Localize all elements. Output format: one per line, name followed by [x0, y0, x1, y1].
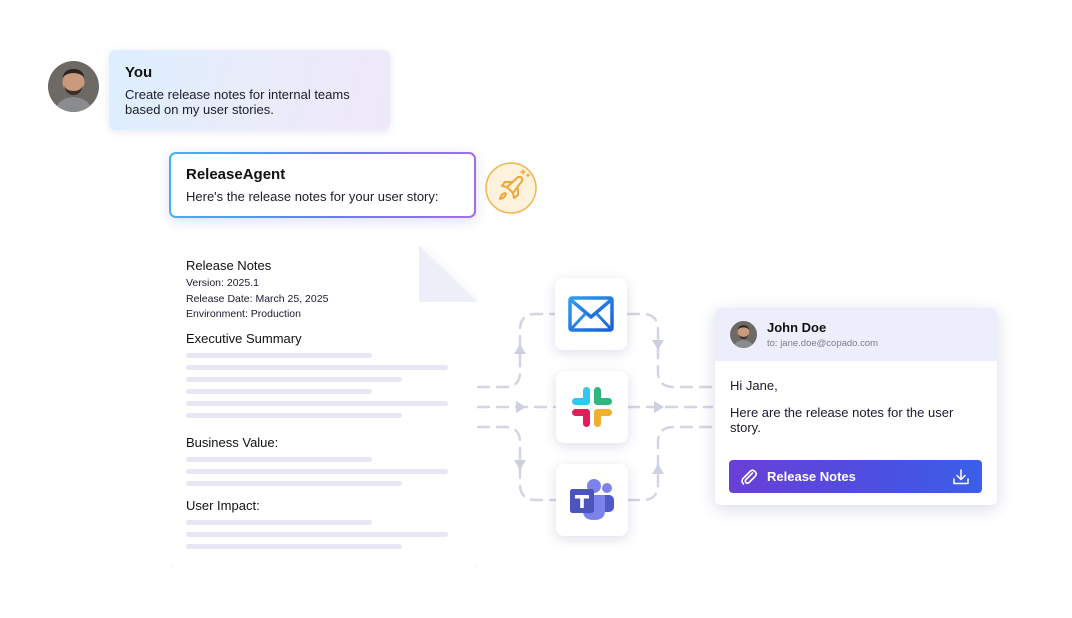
attachment-label: Release Notes — [767, 469, 856, 484]
section-executive-summary: Executive Summary — [186, 331, 302, 346]
document-header: Release Notes Version: 2025.1 Release Da… — [186, 258, 456, 323]
document-version: Version: 2025.1 — [186, 277, 259, 289]
document-sheet — [171, 246, 477, 568]
teams-icon — [570, 479, 614, 520]
release-notes-attachment-button[interactable]: Release Notes — [729, 460, 982, 493]
placeholder-line — [186, 520, 372, 525]
document-environment: Environment: Production — [186, 308, 301, 320]
agent-message-bubble: ReleaseAgent Here's the release notes fo… — [169, 152, 476, 218]
user-message-text: Create release notes for internal teams … — [125, 87, 350, 117]
release-notes-document: Release Notes Version: 2025.1 Release Da… — [171, 246, 477, 568]
email-recipient: to: jane.doe@copado.com — [767, 338, 879, 349]
placeholder-line — [186, 389, 372, 394]
placeholder-line — [186, 457, 372, 462]
email-channel[interactable] — [555, 278, 627, 350]
slack-channel[interactable] — [556, 371, 628, 443]
placeholder-line — [186, 377, 402, 382]
user-avatar — [48, 61, 99, 112]
user-message-bubble: You Create release notes for internal te… — [109, 50, 390, 130]
placeholder-line — [186, 413, 402, 418]
placeholder-line — [186, 544, 402, 549]
agent-message-text: Here's the release notes for your user s… — [186, 189, 439, 204]
email-header: John Doe to: jane.doe@copado.com — [715, 308, 997, 361]
user-name: You — [125, 64, 153, 81]
email-body-text: Here are the release notes for the user … — [730, 405, 954, 435]
sender-avatar — [730, 321, 757, 348]
placeholder-line — [186, 481, 402, 486]
document-release-date: Release Date: March 25, 2025 — [186, 292, 329, 305]
placeholder-line — [186, 353, 372, 358]
paperclip-icon — [741, 468, 758, 485]
slack-icon — [572, 387, 612, 427]
teams-channel[interactable] — [556, 464, 628, 536]
placeholder-line — [186, 365, 448, 370]
email-icon — [568, 296, 614, 332]
email-preview-card: John Doe to: jane.doe@copado.com Hi Jane… — [715, 308, 997, 505]
rocket-icon — [485, 162, 537, 214]
download-icon[interactable] — [952, 468, 970, 486]
section-business-value: Business Value: — [186, 435, 279, 450]
section-user-impact: User Impact: — [186, 498, 260, 513]
placeholder-line — [186, 401, 448, 406]
document-title: Release Notes — [186, 258, 272, 273]
placeholder-line — [186, 532, 448, 537]
agent-name: ReleaseAgent — [186, 166, 286, 183]
email-greeting: Hi Jane, — [730, 378, 778, 393]
email-sender-name: John Doe — [767, 320, 827, 335]
placeholder-line — [186, 469, 448, 474]
